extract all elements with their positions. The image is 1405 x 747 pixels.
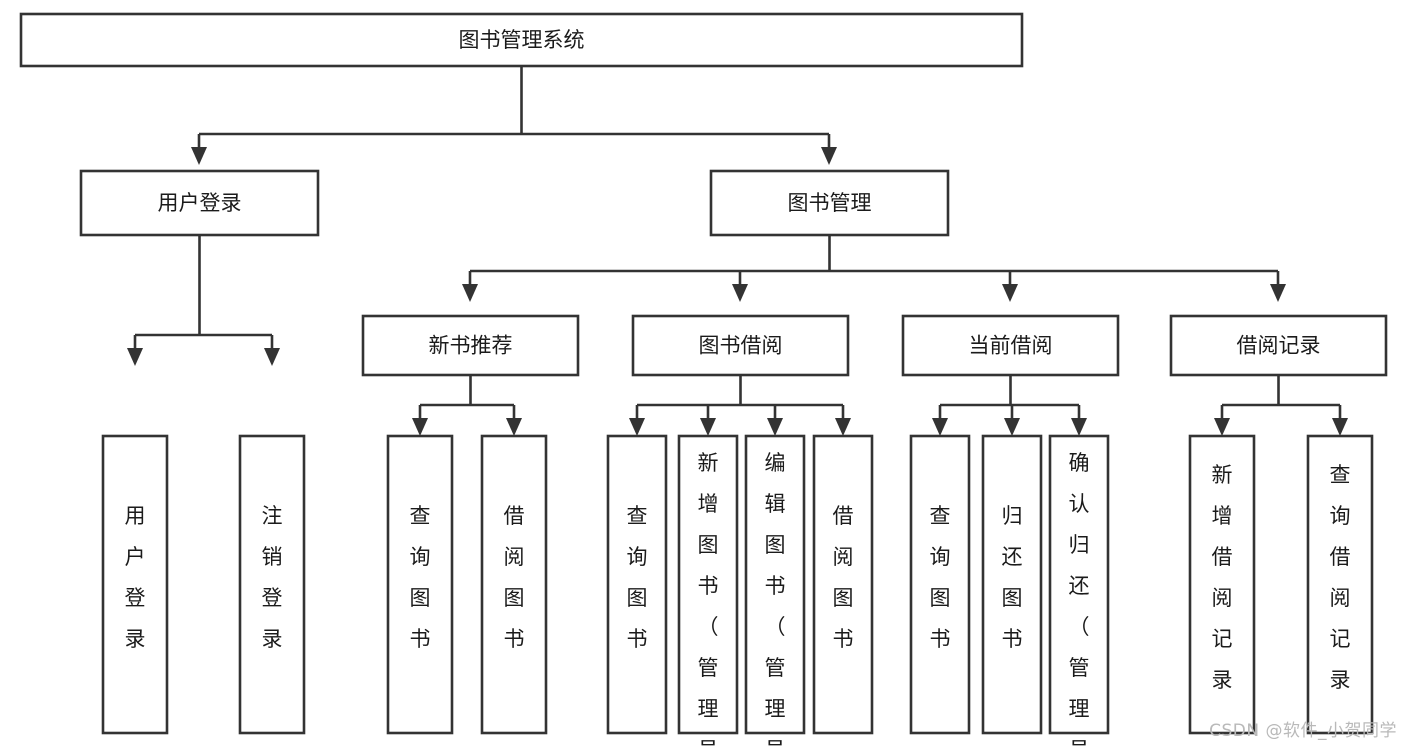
node-label-leaf-borrow-book-1: 借阅图书	[504, 504, 525, 651]
node-box-leaf-return-book	[981, 434, 1043, 735]
node-box-leaf-add-record	[1188, 434, 1256, 735]
node-label-leaf-query-book-1: 查询图书	[410, 504, 431, 651]
node-leaf-query-record[interactable]: 查询借阅记录	[1306, 434, 1374, 735]
node-box-leaf-confirm-return	[1048, 434, 1110, 735]
connector-login-to-leaves	[127, 235, 280, 366]
node-label-leaf-confirm-return: 确认归还（管理员）	[1069, 451, 1090, 747]
node-label-leaf-return-book: 归还图书	[1002, 504, 1023, 651]
node-label-leaf-borrow-book-2: 借阅图书	[833, 504, 854, 651]
node-box-newbook	[361, 314, 580, 377]
node-box-leaf-query-record	[1306, 434, 1374, 735]
node-root[interactable]: 图书管理系统	[19, 12, 1024, 68]
node-label-root: 图书管理系统	[459, 28, 585, 52]
node-label-records: 借阅记录	[1237, 334, 1321, 358]
node-box-current	[901, 314, 1120, 377]
node-box-borrow	[631, 314, 850, 377]
node-leaf-user-login[interactable]: 用户登录	[101, 434, 169, 735]
node-leaf-add-book[interactable]: 新增图书（管理员）	[677, 434, 739, 747]
node-bookmgmt[interactable]: 图书管理	[709, 169, 950, 237]
connector-borrow-leaves	[629, 375, 851, 436]
node-label-leaf-query-book-2: 查询图书	[627, 504, 648, 651]
node-label-leaf-query-record: 查询借阅记录	[1330, 463, 1351, 692]
connector-records-leaves	[1214, 375, 1348, 436]
node-label-current: 当前借阅	[969, 334, 1053, 358]
node-newbook[interactable]: 新书推荐	[361, 314, 580, 377]
node-box-records	[1169, 314, 1388, 377]
node-borrow[interactable]: 图书借阅	[631, 314, 850, 377]
node-box-leaf-edit-book	[744, 434, 806, 735]
node-label-bookmgmt: 图书管理	[788, 191, 872, 215]
node-leaf-query-book-1[interactable]: 查询图书	[386, 434, 454, 735]
node-label-newbook: 新书推荐	[429, 334, 513, 358]
node-label-leaf-user-login: 用户登录	[125, 504, 146, 651]
node-leaf-confirm-return[interactable]: 确认归还（管理员）	[1048, 434, 1110, 747]
node-label-leaf-user-logout: 注销登录	[262, 504, 283, 651]
csdn-watermark: CSDN @软件_小贺同学	[1209, 721, 1397, 741]
node-leaf-query-book-2[interactable]: 查询图书	[606, 434, 668, 735]
node-box-leaf-add-book	[677, 434, 739, 735]
node-current[interactable]: 当前借阅	[901, 314, 1120, 377]
node-label-login: 用户登录	[158, 191, 242, 215]
node-box-leaf-user-login	[101, 434, 169, 735]
connector-root-to-level1	[191, 66, 837, 165]
node-box-leaf-borrow-book-2	[812, 434, 874, 735]
connector-mgmt-to-level2	[462, 235, 1286, 302]
node-label-leaf-edit-book: 编辑图书（管理员）	[765, 451, 786, 747]
node-leaf-query-book-3[interactable]: 查询图书	[909, 434, 971, 735]
node-leaf-edit-book[interactable]: 编辑图书（管理员）	[744, 434, 806, 747]
node-box-root	[19, 12, 1024, 68]
node-label-leaf-query-book-3: 查询图书	[930, 504, 951, 651]
connector-newbook-leaves	[412, 375, 522, 436]
node-leaf-return-book[interactable]: 归还图书	[981, 434, 1043, 735]
node-records[interactable]: 借阅记录	[1169, 314, 1388, 377]
node-leaf-add-record[interactable]: 新增借阅记录	[1188, 434, 1256, 735]
node-login[interactable]: 用户登录	[79, 169, 320, 237]
node-box-leaf-borrow-book-1	[480, 434, 548, 735]
node-box-leaf-user-logout	[238, 434, 306, 735]
node-box-leaf-query-book-2	[606, 434, 668, 735]
node-leaf-borrow-book-2[interactable]: 借阅图书	[812, 434, 874, 735]
node-box-leaf-query-book-3	[909, 434, 971, 735]
node-label-borrow: 图书借阅	[699, 334, 783, 358]
node-leaf-borrow-book-1[interactable]: 借阅图书	[480, 434, 548, 735]
node-label-leaf-add-book: 新增图书（管理员）	[698, 451, 719, 747]
node-box-leaf-query-book-1	[386, 434, 454, 735]
connector-current-leaves	[932, 375, 1087, 436]
node-box-bookmgmt	[709, 169, 950, 237]
node-label-leaf-add-record: 新增借阅记录	[1212, 463, 1233, 692]
node-box-login	[79, 169, 320, 237]
node-leaf-user-logout[interactable]: 注销登录	[238, 434, 306, 735]
